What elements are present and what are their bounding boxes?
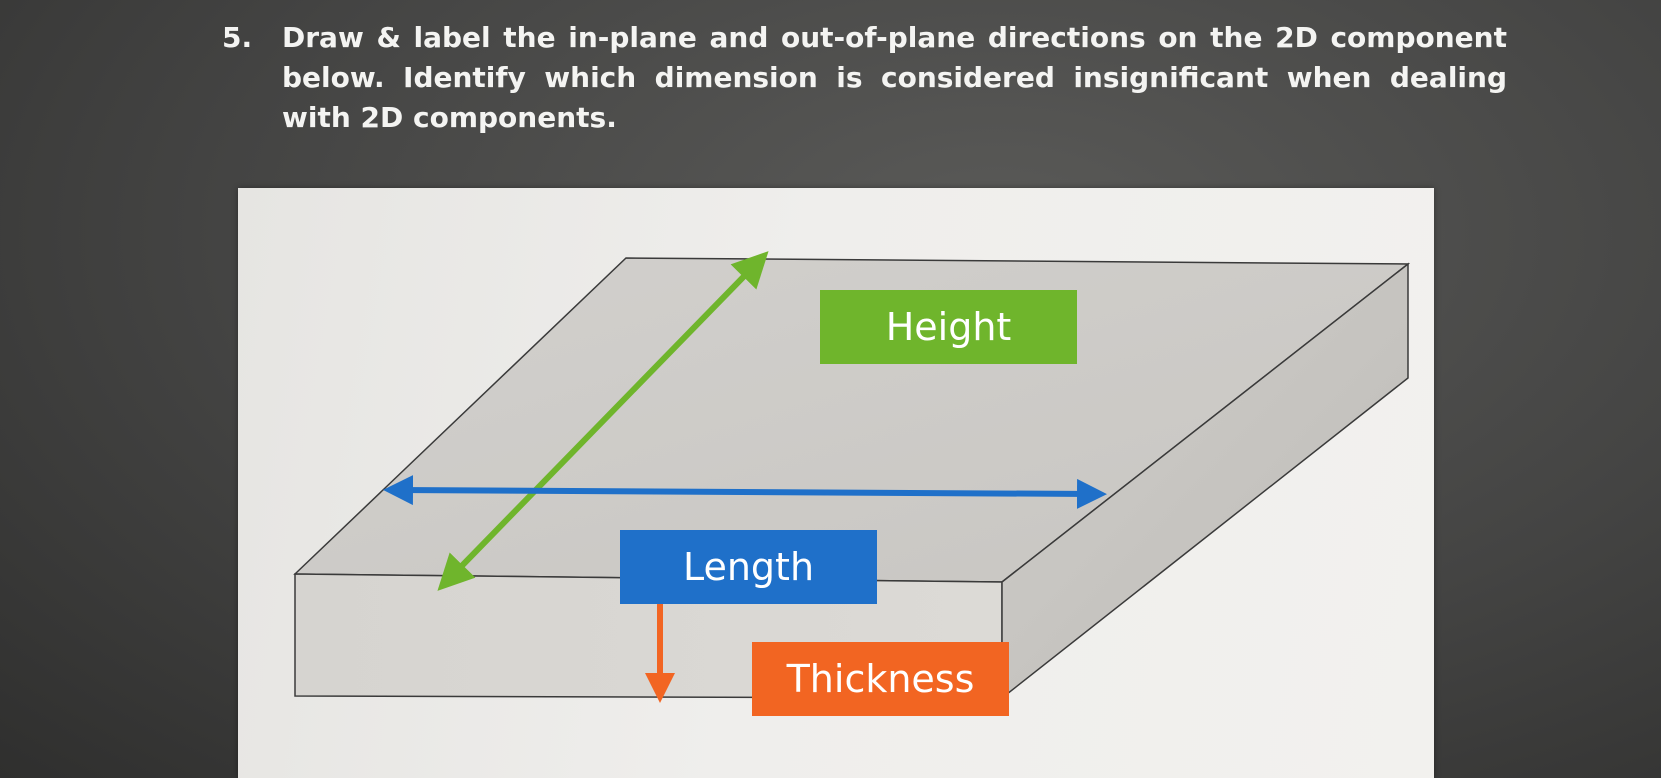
slab-diagram: Height Length Thickness <box>238 188 1434 778</box>
thickness-label: Thickness <box>786 657 975 701</box>
thickness-label-box <box>752 642 1009 716</box>
height-label: Height <box>885 305 1012 349</box>
height-label-box <box>820 290 1077 364</box>
question-number: 5. <box>222 21 253 54</box>
question-text: Draw & label the in-plane and out-of-pla… <box>282 21 1507 134</box>
length-arrow <box>383 475 1107 509</box>
length-label-box <box>620 530 877 604</box>
height-arrow <box>437 251 769 591</box>
length-label: Length <box>682 545 815 589</box>
slab-drawing <box>293 251 1411 716</box>
